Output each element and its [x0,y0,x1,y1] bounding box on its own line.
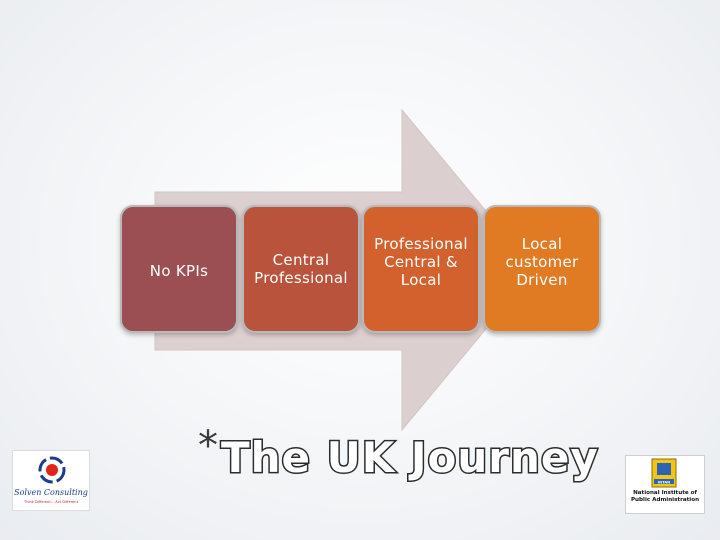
stage-box-central-professional: Central Professional [242,205,360,333]
stage-box-no-kpis: No KPIs [120,205,238,333]
title-text: The UK Journey [220,432,600,484]
stage-box-professional-central-local: Professional Central & Local [362,205,480,333]
emblem-text: INTAN [658,480,670,484]
slide-title: *The UK Journey [198,423,600,484]
logo-line-1: National Institute of [633,490,697,496]
stage-label: Local customer Driven [505,235,579,289]
logo-tagline: Think Different... Act Different [24,500,78,504]
stage-label: Professional Central & Local [374,235,468,289]
intan-logo: INTAN National Institute of Public Admin… [625,455,705,514]
logo-line-2: Public Administration [630,497,700,503]
intan-emblem-icon: INTAN [651,458,677,488]
logo-name: Solven Consulting [14,488,88,497]
solven-consulting-logo: Solven Consulting Think Different... Act… [12,450,90,511]
solven-seal-icon [38,456,66,484]
stage-box-local-customer-driven: Local customer Driven [483,205,601,333]
stage-label: No KPIs [149,262,209,280]
title-bullet: * [198,423,219,469]
stage-label: Central Professional [254,251,348,287]
